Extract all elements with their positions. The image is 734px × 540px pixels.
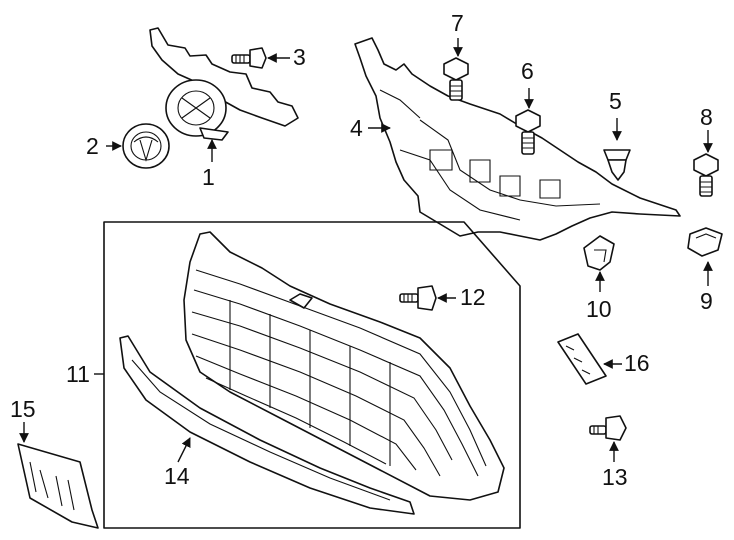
bolt-6-part [515,109,541,155]
callout-1: 1 [202,164,215,190]
bracket-16-part [557,333,607,385]
nut-9-part [687,227,723,257]
license-bracket-part [17,443,99,529]
leader-lines [19,38,713,463]
grille-assembly-part [103,221,521,529]
callout-2: 2 [86,133,99,159]
bolt-7-part [443,57,469,101]
callout-10: 10 [586,296,612,322]
emblem-bracket-part [149,27,299,141]
callout-12: 12 [460,284,486,310]
bolt-12-part [399,285,437,311]
callout-15: 15 [10,396,36,422]
clip-bracket-10-part [583,235,615,271]
callout-9: 9 [700,288,713,314]
callout-5: 5 [609,88,622,114]
clip-5-part [603,149,631,181]
callout-14: 14 [164,463,190,489]
lower-molding-part [119,335,415,515]
callout-13: 13 [602,464,628,490]
upper-bracket-part [354,37,681,241]
callout-16: 16 [624,350,650,376]
callout-3: 3 [293,44,306,70]
bolt-13-part [589,415,627,441]
callout-4: 4 [350,115,363,141]
emblem-part [122,123,170,169]
callout-7: 7 [451,10,464,36]
callout-6: 6 [521,58,534,84]
callout-8: 8 [700,104,713,130]
bolt-8-part [693,153,719,197]
bolt-3-part [231,47,267,69]
callout-11: 11 [66,361,90,387]
